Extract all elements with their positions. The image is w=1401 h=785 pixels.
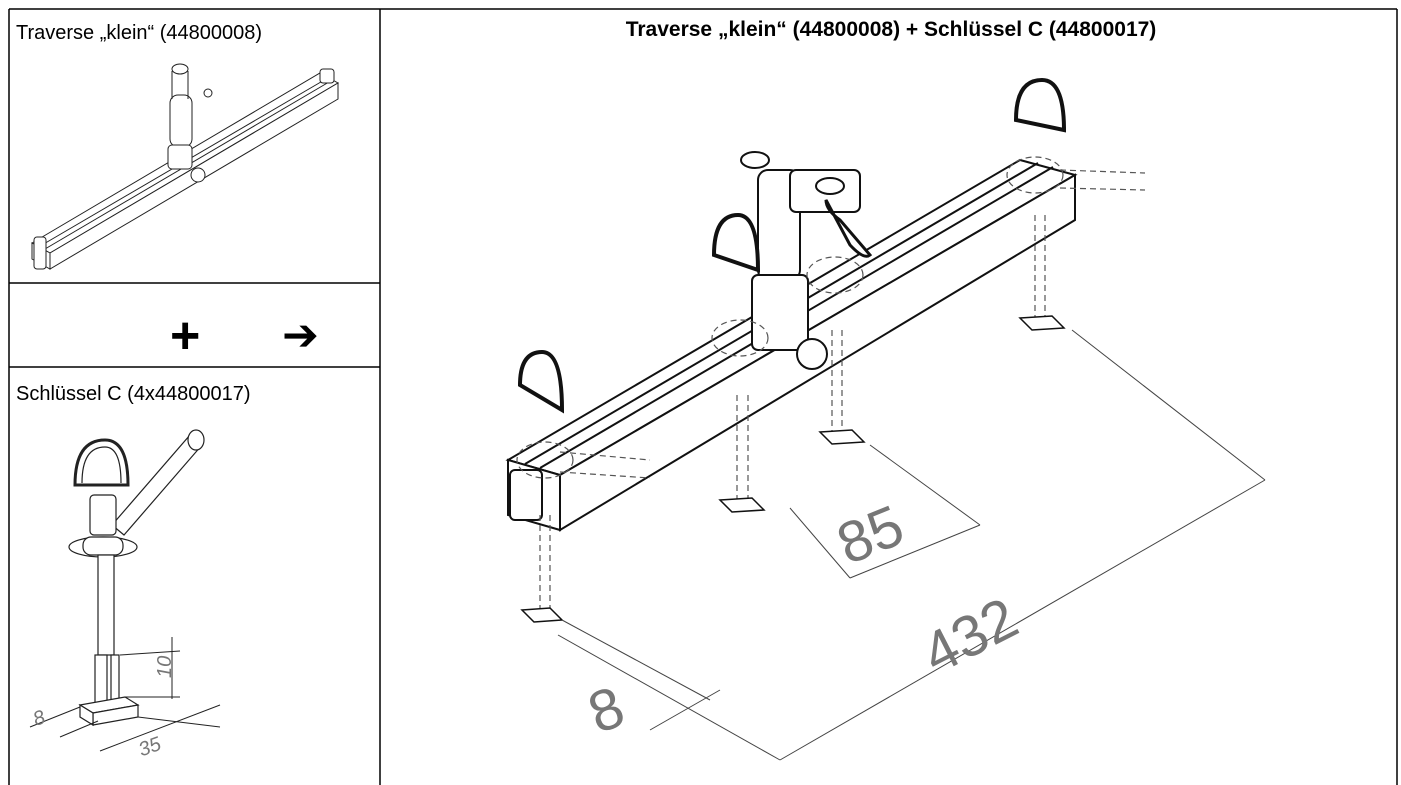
traverse-drawing [30, 63, 340, 270]
key-dim-height: 10 [154, 656, 176, 678]
key-drawing: 10 8 35 [29, 429, 221, 762]
key-dim-length: 35 [136, 733, 165, 762]
assembly-title: Traverse „klein“ (44800008) + Schlüssel … [625, 18, 1157, 41]
dim-432-label: 432 [912, 585, 1028, 687]
assembly-drawing: 85 432 8 [505, 77, 1266, 761]
arrow-right-icon: ➔ [282, 310, 319, 361]
dim-8-label: 8 [580, 674, 633, 746]
key-label: Schlüssel C (4x44800017) [16, 383, 251, 405]
dim-85-label: 85 [828, 493, 912, 577]
key-dim-width: 8 [30, 706, 48, 730]
plus-icon: + [170, 307, 201, 365]
traverse-label: Traverse „klein“ (44800008) [16, 22, 263, 44]
